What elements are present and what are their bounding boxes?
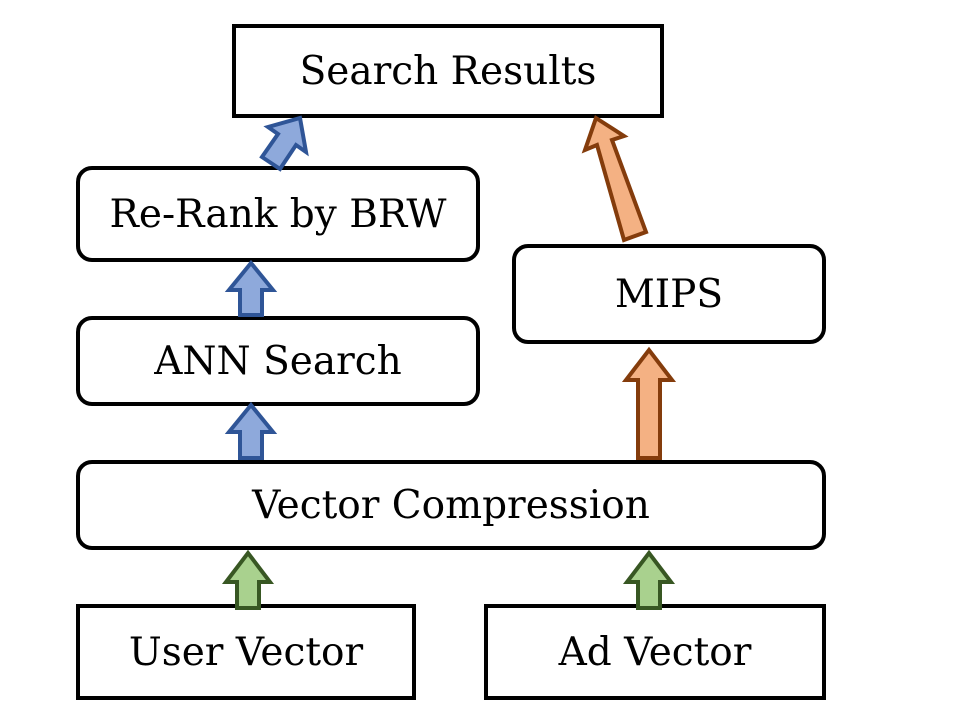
ann-search-node: ANN Search xyxy=(76,316,480,406)
vector-compression-label: Vector Compression xyxy=(252,482,650,528)
arrow-rerank-to-results xyxy=(259,115,309,172)
arrow-user-to-compression xyxy=(221,549,275,610)
arrow-mips-to-results xyxy=(581,114,649,243)
arrow-ann-to-rerank xyxy=(224,259,278,317)
vector-compression-node: Vector Compression xyxy=(76,460,826,550)
search-results-label: Search Results xyxy=(299,48,597,94)
arrow-compression-to-ann xyxy=(224,401,278,460)
mips-node: MIPS xyxy=(512,244,826,344)
mips-label: MIPS xyxy=(614,271,724,317)
ad-vector-node: Ad Vector xyxy=(484,604,826,700)
arrow-ad-to-compression xyxy=(622,549,676,610)
search-results-node: Search Results xyxy=(232,24,664,118)
rerank-label: Re-Rank by BRW xyxy=(109,191,447,237)
rerank-node: Re-Rank by BRW xyxy=(76,166,480,262)
user-vector-node: User Vector xyxy=(76,604,416,700)
arrow-compression-to-mips xyxy=(621,346,677,460)
ad-vector-label: Ad Vector xyxy=(558,629,752,675)
user-vector-label: User Vector xyxy=(128,629,364,675)
ann-search-label: ANN Search xyxy=(154,338,402,384)
